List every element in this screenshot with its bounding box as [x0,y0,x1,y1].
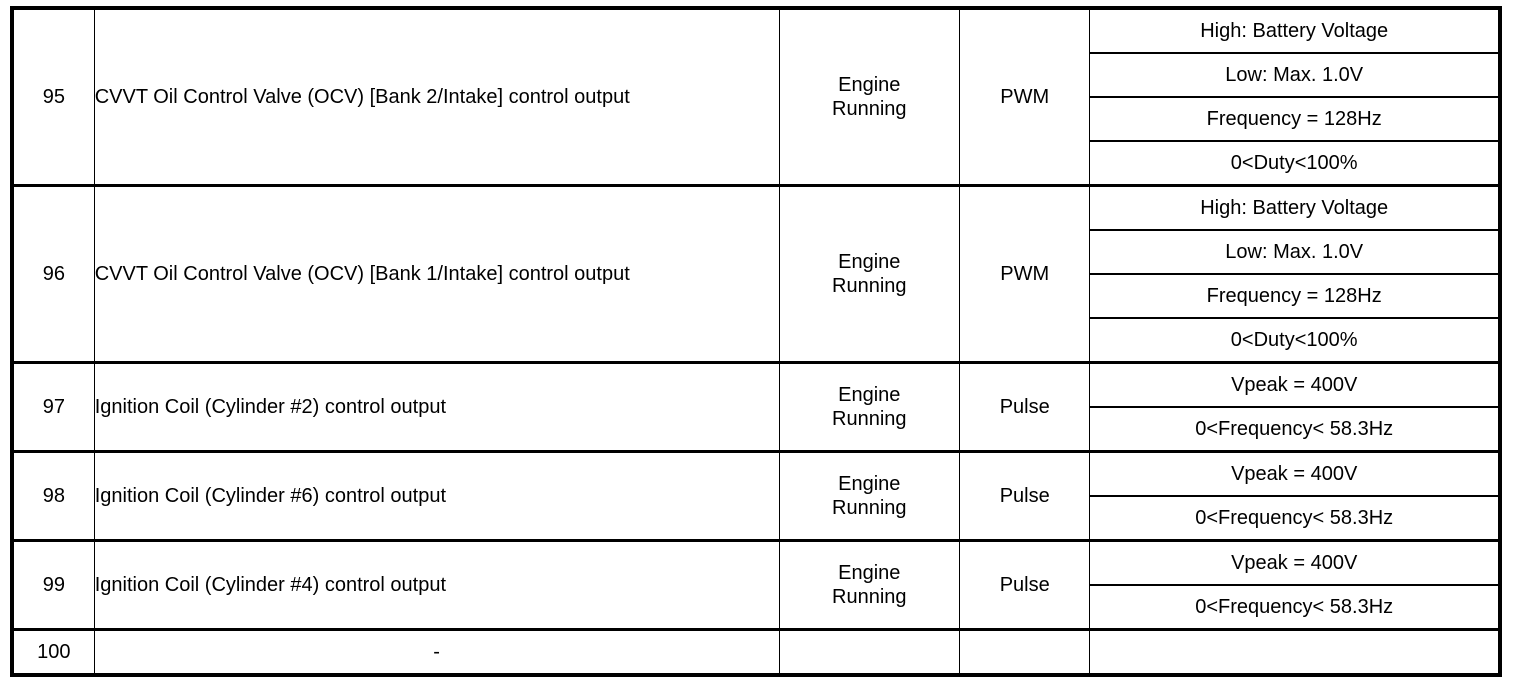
row-description-cell: CVVT Oil Control Valve (OCV) [Bank 2/Int… [93,8,780,186]
row-description-cell: CVVT Oil Control Valve (OCV) [Bank 1/Int… [93,184,780,363]
signal-type: PWM [1000,262,1050,285]
table-body: 95 CVVT Oil Control Valve (OCV) [Bank 2/… [11,8,1501,676]
row-specification-cell: Vpeak = 400V 0<Frequency< 58.3Hz [1089,450,1501,541]
condition-line-1: Engine [838,73,901,96]
row-signal-type-cell: Pulse [959,539,1091,630]
spec-line: Low: Max. 1.0V [1090,231,1498,275]
condition-line-1: Engine [838,383,901,406]
pin-specification-table: 95 CVVT Oil Control Valve (OCV) [Bank 2/… [10,6,1502,677]
row-signal-type-cell: Pulse [959,450,1091,541]
row-number-cell: 99 [11,539,95,630]
spec-line: High: Battery Voltage [1090,10,1498,54]
row-condition-cell: Engine Running [778,361,961,452]
spec-line: Vpeak = 400V [1090,364,1498,408]
table-row: 95 CVVT Oil Control Valve (OCV) [Bank 2/… [11,8,1501,186]
spec-line: 0<Frequency< 58.3Hz [1195,596,1394,618]
spec-line: 0<Frequency< 58.3Hz [1195,418,1394,440]
spec-line: Low: Max. 1.0V [1090,54,1498,98]
spec-line: 0<Duty<100% [1230,152,1358,174]
table-row: 99 Ignition Coil (Cylinder #4) control o… [11,539,1501,630]
condition-line-2: Running [832,98,907,120]
row-signal-type-cell: Pulse [959,361,1091,452]
row-condition-cell: Engine Running [778,450,961,541]
condition-line-1: Engine [838,561,901,584]
table-row: 100 - [11,628,1501,676]
row-description-cell: Ignition Coil (Cylinder #6) control outp… [93,450,780,541]
spec-line: Frequency = 128Hz [1090,98,1498,142]
row-signal-type-cell [959,628,1091,676]
signal-type: Pulse [999,484,1050,507]
row-number: 95 [42,85,65,108]
signal-type: Pulse [999,573,1050,596]
spec-line: Frequency = 128Hz [1090,275,1498,319]
row-number: 100 [37,640,71,663]
row-number-cell: 100 [11,628,95,676]
table-row: 96 CVVT Oil Control Valve (OCV) [Bank 1/… [11,184,1501,363]
row-description: Ignition Coil (Cylinder #4) control outp… [94,573,447,596]
spec-line [1090,631,1498,673]
row-condition-cell: Engine Running [778,184,961,363]
condition-line-2: Running [832,408,907,430]
row-description: Ignition Coil (Cylinder #6) control outp… [94,484,447,507]
row-signal-type-cell: PWM [959,184,1091,363]
spec-line: Vpeak = 400V [1090,542,1498,586]
row-description: Ignition Coil (Cylinder #2) control outp… [94,395,447,418]
row-specification-cell [1089,628,1501,676]
condition-line-2: Running [832,497,907,519]
row-description: CVVT Oil Control Valve (OCV) [Bank 1/Int… [94,262,630,285]
row-description-cell: Ignition Coil (Cylinder #4) control outp… [93,539,780,630]
row-number: 99 [42,573,65,596]
row-number-cell: 95 [11,8,95,186]
condition-line-1: Engine [838,250,901,273]
row-specification-cell: High: Battery Voltage Low: Max. 1.0V Fre… [1089,184,1501,363]
table-row: 98 Ignition Coil (Cylinder #6) control o… [11,450,1501,541]
row-number: 98 [42,484,65,507]
row-signal-type-cell: PWM [959,8,1091,186]
spec-line: 0<Duty<100% [1230,329,1358,351]
row-condition-cell: Engine Running [778,539,961,630]
row-number: 96 [42,262,65,285]
spec-line: Vpeak = 400V [1090,453,1498,497]
row-description: CVVT Oil Control Valve (OCV) [Bank 2/Int… [94,85,630,108]
row-number-cell: 98 [11,450,95,541]
row-number-cell: 97 [11,361,95,452]
row-number: 97 [42,395,65,418]
condition-line-1: Engine [838,472,901,495]
row-condition-cell [778,628,961,676]
row-specification-cell: Vpeak = 400V 0<Frequency< 58.3Hz [1089,539,1501,630]
condition-line-2: Running [832,275,907,297]
row-condition-cell: Engine Running [778,8,961,186]
row-specification-cell: Vpeak = 400V 0<Frequency< 58.3Hz [1089,361,1501,452]
row-specification-cell: High: Battery Voltage Low: Max. 1.0V Fre… [1089,8,1501,186]
signal-type: PWM [1000,85,1050,108]
signal-type: Pulse [999,395,1050,418]
spec-line: 0<Frequency< 58.3Hz [1195,507,1394,529]
table-row: 97 Ignition Coil (Cylinder #2) control o… [11,361,1501,452]
row-number-cell: 96 [11,184,95,363]
row-description: - [433,640,440,663]
condition-line-2: Running [832,586,907,608]
page-canvas: 95 CVVT Oil Control Valve (OCV) [Bank 2/… [10,6,1502,677]
row-description-cell: - [93,628,780,676]
row-description-cell: Ignition Coil (Cylinder #2) control outp… [93,361,780,452]
spec-line: High: Battery Voltage [1090,187,1498,231]
